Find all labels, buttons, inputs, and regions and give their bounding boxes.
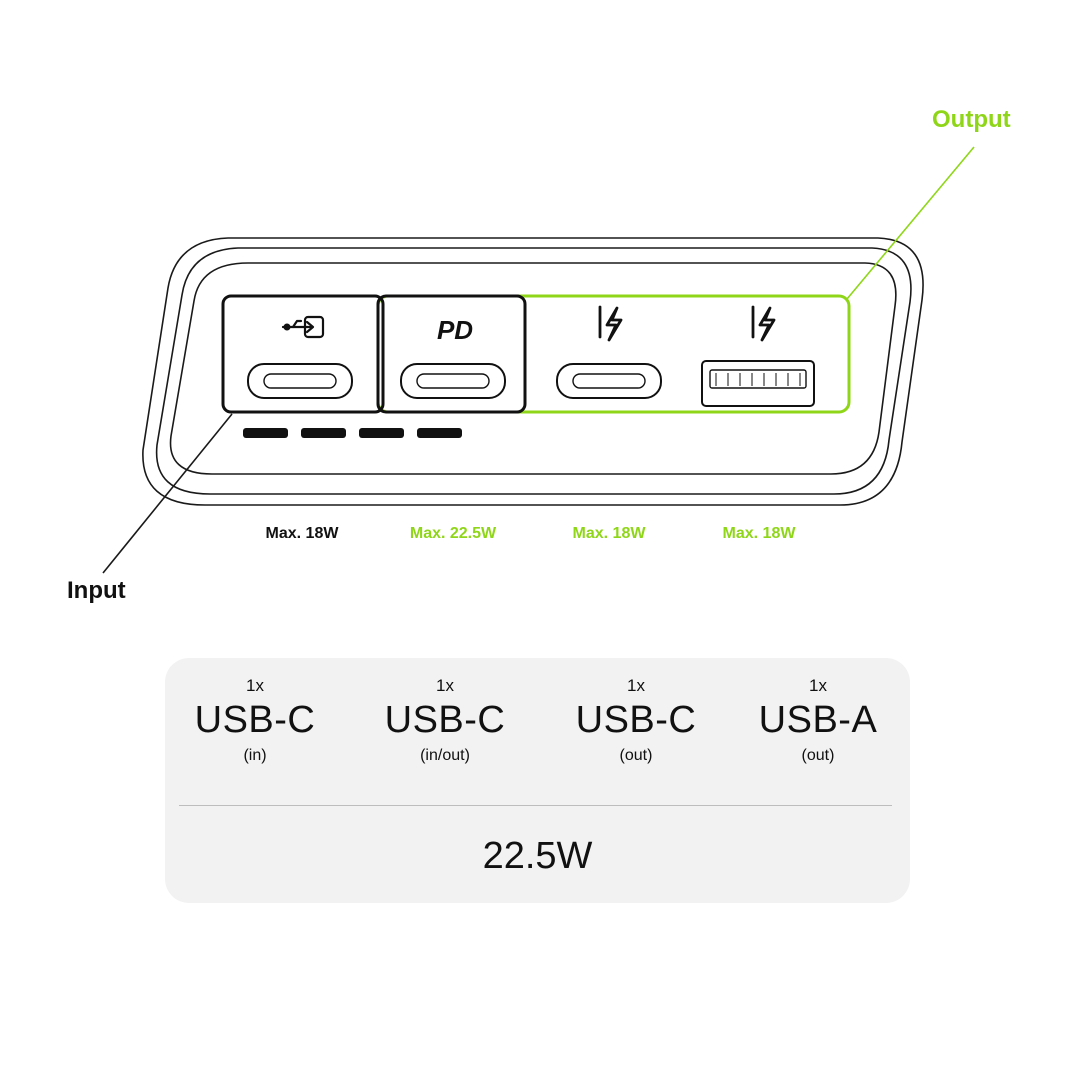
spec-count: 1x <box>809 676 827 695</box>
pd-badge: PD <box>437 315 473 345</box>
fast-charge-icon <box>751 305 776 342</box>
spec-count: 1x <box>246 676 264 695</box>
spec-port-type: USB-C <box>194 699 316 741</box>
powerbank-outer-outline <box>142 237 924 506</box>
max-label-usb-c-output: Max. 18W <box>573 525 647 542</box>
spec-direction: (out) <box>801 747 835 764</box>
port-panel-outline <box>169 262 897 475</box>
battery-led <box>243 428 288 438</box>
usb-input-icon <box>281 315 325 339</box>
spec-direction: (in) <box>243 747 267 764</box>
usb-a-port <box>701 360 815 407</box>
fast-charge-icon <box>598 305 623 342</box>
spec-count: 1x <box>627 676 645 695</box>
spec-direction: (in/out) <box>420 747 470 764</box>
input-port-box <box>221 294 385 414</box>
battery-led <box>359 428 404 438</box>
spec-column: 1x USB-A (out) <box>725 676 911 768</box>
pd-port-box <box>376 294 527 414</box>
output-callout-line <box>846 146 975 300</box>
max-label-usb-a-output: Max. 18W <box>723 525 797 542</box>
spec-column: 1x USB-C (in) <box>162 676 348 768</box>
spec-port-type: USB-C <box>384 699 506 741</box>
input-callout-label: Input <box>67 577 126 604</box>
output-callout-label: Output <box>932 106 1011 133</box>
max-label-input: Max. 18W <box>266 525 340 542</box>
battery-led-indicator <box>243 428 462 438</box>
spec-port-type: USB-A <box>758 699 878 741</box>
usb-c-port-input <box>247 363 353 399</box>
input-callout-line <box>102 413 233 574</box>
battery-led <box>301 428 346 438</box>
spec-count: 1x <box>436 676 454 695</box>
port-spec-card: 1x USB-C (in) 1x USB-C (in/out) 1x USB-C… <box>165 658 910 903</box>
spec-column: 1x USB-C (in/out) <box>352 676 538 768</box>
spec-column: 1x USB-C (out) <box>543 676 729 768</box>
powerbank-inner-outline <box>155 247 912 495</box>
total-output-power: 22.5W <box>482 835 593 877</box>
usb-c-port-pd <box>400 363 506 399</box>
spec-port-type: USB-C <box>575 699 697 741</box>
battery-led <box>417 428 462 438</box>
spec-direction: (out) <box>619 747 653 764</box>
spec-divider <box>179 805 892 806</box>
usb-c-port-output <box>556 363 662 399</box>
max-label-pd: Max. 22.5W <box>410 525 497 542</box>
